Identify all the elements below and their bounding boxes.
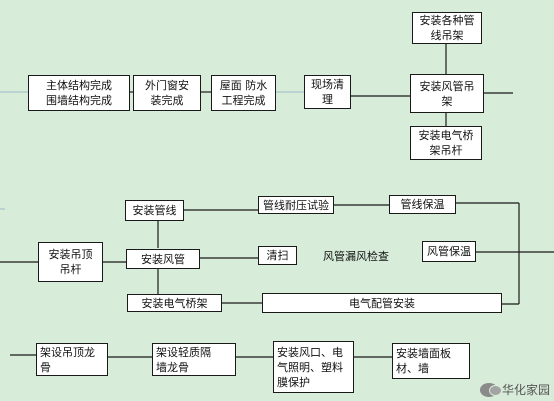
install-pipe-hangers-box: 安装各种管 线吊架 [412, 12, 482, 44]
pipe-pressure-test-box: 管线耐压试验 [258, 196, 334, 214]
ceiling-keel-box: 架设吊顶龙 骨 [36, 343, 108, 376]
watermark: 华化家园 [479, 381, 550, 398]
install-pipes-box: 安装管线 [125, 200, 184, 221]
site-cleanup-box: 现场清理 [304, 75, 351, 109]
install-ceiling-hanger-rods-box: 安装吊顶 吊杆 [38, 242, 103, 282]
roof-waterproof-complete-box: 屋面 防水 工程完成 [211, 75, 276, 111]
install-duct-hangers-box: 安装风管吊 架 [410, 74, 484, 113]
pipe-insulation-box: 管线保温 [389, 195, 456, 214]
wechat-icon [479, 382, 502, 397]
install-cable-tray-hangers-box: 安装电气桥 架吊杆 [410, 126, 482, 160]
exterior-windows-complete-box: 外门窗安 装完成 [133, 75, 201, 111]
cleaning-box: 清扫 [258, 246, 297, 265]
install-ducts-box: 安装风管 [126, 249, 200, 269]
install-cable-tray-box: 安装电气桥架 [127, 294, 222, 312]
vents-lighting-protection-box: 安装风口、电 气照明、塑料 膜保护 [273, 341, 354, 393]
wall-panels-box: 安装墙面板 材、墙 [392, 343, 470, 379]
electrical-conduit-installation-box: 电气配管安装 [262, 293, 502, 313]
duct-insulation-box: 风管保温 [422, 241, 476, 262]
main-structure-complete-box: 主体结构完成 围墙结构完成 [28, 75, 130, 111]
watermark-text: 华化家园 [501, 383, 550, 397]
duct-leak-check-label: 风管漏风检查 [323, 250, 389, 263]
partition-wall-keel-box: 架设轻质隔 墙龙骨 [152, 343, 236, 376]
